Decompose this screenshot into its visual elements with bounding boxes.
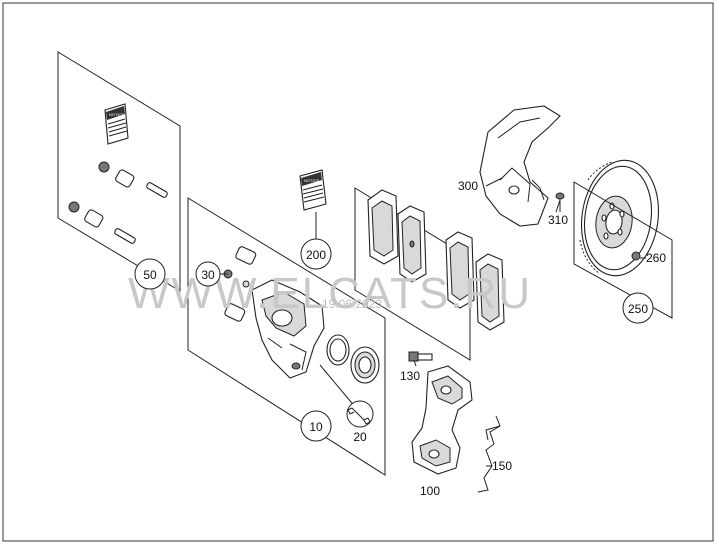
disc-250-panel xyxy=(573,181,673,319)
caliper-guide-pins xyxy=(223,246,257,322)
callout-50-text: 50 xyxy=(143,268,157,282)
watermark-date: 19.06.2023 xyxy=(322,297,382,311)
watermark-site: WWW.ELCATS.RU xyxy=(128,269,532,318)
anti-rattle-spring-150 xyxy=(477,415,501,493)
brake-pads-panel xyxy=(354,187,471,361)
brake-pad-4 xyxy=(475,253,505,331)
brake-disc-250 xyxy=(579,159,660,277)
brake-caliper-body xyxy=(251,279,325,379)
callout-10[interactable]: 10 xyxy=(300,410,332,442)
pads-notice-booklet-icon: NOTICE xyxy=(299,169,327,211)
callout-10-text: 10 xyxy=(309,420,323,434)
label-150[interactable]: 150 xyxy=(492,459,512,473)
guide-pin-set-row1 xyxy=(98,161,168,198)
callout-30[interactable]: 30 xyxy=(195,261,221,287)
callout-20[interactable]: 20 xyxy=(346,400,374,444)
kit-50-panel xyxy=(57,51,181,292)
bolt-130-group xyxy=(408,351,433,362)
callout-200[interactable]: 200 xyxy=(300,238,332,270)
brake-pads-group: NOTICE xyxy=(299,169,505,361)
caliper-carrier-100 xyxy=(411,365,473,475)
caliper-10-panel xyxy=(187,197,386,476)
dust-shield-300 xyxy=(479,105,561,227)
label-130[interactable]: 130 xyxy=(400,369,420,383)
callout-250-text: 250 xyxy=(628,302,648,316)
brake-pad-1 xyxy=(367,189,399,265)
brake-pad-3 xyxy=(445,231,475,309)
callout-20-text: 20 xyxy=(353,430,367,444)
bolt-130-shank xyxy=(417,353,433,361)
pads-notice-label: NOTICE xyxy=(304,178,319,183)
leader-130 xyxy=(413,359,417,367)
guide-pin-set-row2 xyxy=(68,201,136,244)
piston-seal-kit xyxy=(326,334,380,384)
wrench-icon xyxy=(347,407,371,425)
label-260[interactable]: 260 xyxy=(646,251,666,265)
caliper-10-group xyxy=(187,197,386,476)
notice-booklet-label: NOTICE xyxy=(109,112,124,117)
label-300[interactable]: 300 xyxy=(458,179,478,193)
bolt-130-head xyxy=(408,351,419,362)
leader-300 xyxy=(485,177,503,187)
label-100[interactable]: 100 xyxy=(420,484,440,498)
callout-250[interactable]: 250 xyxy=(622,292,654,324)
kit-50-group: NOTICE xyxy=(57,51,181,292)
leader-20 xyxy=(319,364,357,409)
label-310[interactable]: 310 xyxy=(548,213,568,227)
callout-50[interactable]: 50 xyxy=(134,258,166,290)
leader-310 xyxy=(555,199,561,213)
callout-30-text: 30 xyxy=(201,268,215,282)
screw-260 xyxy=(631,251,641,261)
notice-booklet-icon: NOTICE xyxy=(104,103,129,145)
brake-pad-2 xyxy=(397,205,427,283)
callout-200-text: 200 xyxy=(306,248,326,262)
